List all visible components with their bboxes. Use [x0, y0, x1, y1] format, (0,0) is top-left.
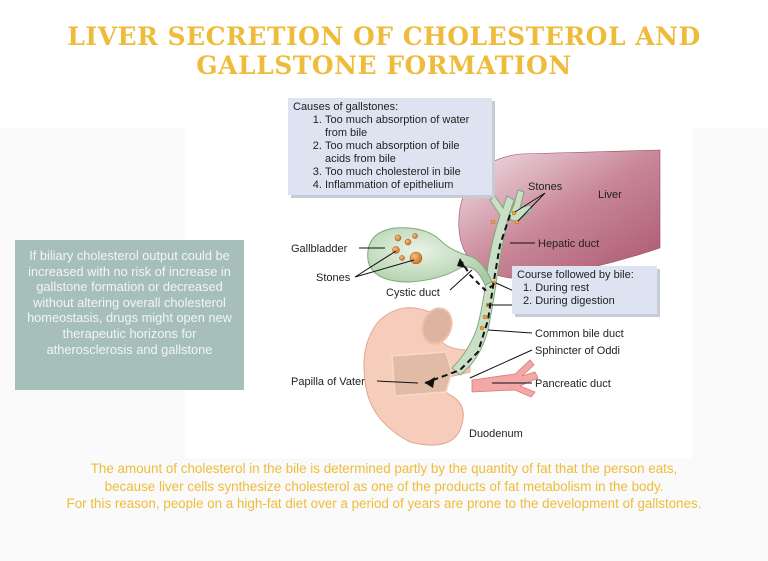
flow-arrowhead-cystic — [457, 258, 466, 268]
caption-line: because liver cells synthesize cholester… — [104, 478, 664, 494]
cause-item: Inflammation of epithelium — [325, 179, 487, 192]
gallstones — [392, 233, 423, 265]
label-stones-gallbladder: Stones — [316, 272, 351, 284]
cause-item: Too much absorption of bile acids from b… — [325, 140, 487, 166]
course-item: 2. During digestion — [523, 295, 615, 307]
bile-flow-path — [424, 214, 511, 384]
rest-flow-path — [461, 261, 495, 292]
flow-arrowhead — [425, 377, 435, 388]
caption-line: For this reason, people on a high-fat di… — [66, 496, 702, 511]
label-duodenum: Duodenum — [469, 428, 523, 440]
label-sphincter-of-oddi: Sphincter of Oddi — [535, 345, 620, 357]
label-hepatic-duct: Hepatic duct — [538, 238, 600, 250]
gallbladder-shape — [367, 227, 493, 286]
papilla-region — [391, 351, 453, 397]
label-cystic-duct: Cystic duct — [386, 287, 440, 299]
label-pancreatic-duct: Pancreatic duct — [535, 378, 611, 390]
therapeutic-note: If biliary cholesterol output could be i… — [15, 240, 244, 390]
label-gallbladder: Gallbladder — [291, 243, 348, 255]
causes-heading: Causes of gallstones: — [293, 101, 399, 113]
bile-duct-shape — [451, 195, 515, 376]
course-item: 1. During rest — [523, 282, 590, 294]
leader-lines — [354, 192, 546, 384]
label-stones-liver: Stones — [528, 181, 563, 193]
caption: The amount of cholesterol in the bile is… — [0, 460, 768, 513]
pancreatic-duct-shape — [471, 359, 539, 398]
cause-item: Too much absorption of water from bile — [325, 114, 487, 140]
label-common-bile-duct: Common bile duct — [535, 328, 624, 340]
slide-title: LIVER SECRETION OF CHOLESTEROL AND GALLS… — [67, 22, 701, 80]
course-heading: Course followed by bile: — [517, 269, 634, 281]
caption-line: The amount of cholesterol in the bile is… — [90, 461, 678, 476]
cause-item: Too much cholesterol in bile — [325, 166, 487, 179]
causes-callout: Causes of gallstones: Too much absorptio… — [288, 98, 492, 195]
label-liver: Liver — [598, 189, 622, 201]
duodenum-lumen — [421, 307, 453, 345]
label-papilla-of-vater: Papilla of Vater — [291, 376, 365, 388]
course-callout: Course followed by bile: 1. During rest … — [512, 266, 657, 314]
